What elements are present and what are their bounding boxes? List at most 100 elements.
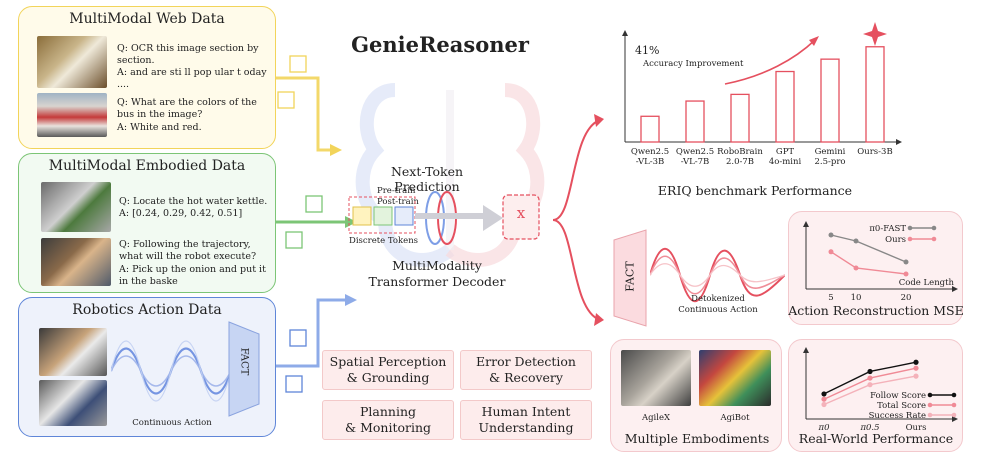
capability-line1: Error Detection: [476, 354, 576, 369]
legend-label: Follow Score: [870, 391, 926, 401]
embodied-data-title: MultiModal Embodied Data: [48, 158, 246, 174]
legend-marker: [951, 402, 957, 408]
web-q2: Q: What are the colors of the bus in the…: [117, 97, 257, 120]
x-tick-label: Ours-3B: [857, 147, 892, 157]
main-title: GenieReasoner: [351, 32, 529, 57]
continuous-action-caption: Continuous Action: [132, 418, 212, 428]
improvement-arrow: [724, 39, 816, 85]
web-data-panel: MultiModal Web Data Q: OCR this image se…: [18, 6, 276, 149]
legend-marker: [927, 402, 933, 408]
data-point: [821, 401, 827, 408]
x-tick-label: RoboBrain: [717, 147, 763, 157]
x-tick-label: π0: [818, 423, 831, 433]
x-tick-label: -VL-3B: [636, 157, 665, 167]
capability-line2: & Grounding: [346, 370, 430, 385]
legend-label: Ours: [885, 235, 906, 245]
token-square: [289, 329, 307, 347]
x-tick-label: -VL-7B: [681, 157, 710, 167]
embodied-q1: Q: Locate the hot water kettle.: [119, 196, 268, 207]
token-square: [277, 91, 295, 109]
annotation-value: 41%: [635, 44, 659, 57]
legend-label: Total Score: [877, 401, 926, 411]
embodied-data-panel: MultiModal Embodied Data Q: Locate the h…: [18, 153, 276, 293]
token-pipeline: [348, 191, 540, 245]
x-tick-label: 10: [851, 293, 862, 303]
output-token-symbol: x: [516, 204, 526, 222]
bar: [640, 115, 660, 143]
x-tick-label: π0.5: [859, 423, 879, 433]
web-q1: Q: OCR this image section by section.: [117, 43, 259, 66]
capability-line2: & Monitoring: [344, 420, 432, 435]
annotation-label: Accuracy Improvement: [642, 59, 744, 69]
detokenized-caption-line2: Continuous Action: [678, 305, 758, 315]
token-square: [289, 55, 307, 73]
x-tick-label: 20: [901, 293, 912, 303]
agilex-image: [621, 350, 691, 406]
fact-decoder-label: FACT: [623, 261, 637, 292]
capability-planning: Planning & Monitoring: [322, 400, 454, 440]
improvement-arrow-head: [809, 36, 819, 46]
genie-logo-watermark: [355, 83, 545, 267]
x-axis-label: Code Length: [899, 278, 955, 288]
bar: [775, 70, 795, 143]
data-point: [867, 368, 873, 375]
legend-marker: [951, 392, 957, 398]
next-token-prediction-label: Next-Token Prediction: [390, 164, 464, 194]
capability-line1: Human Intent: [481, 404, 571, 419]
eriq-chart-title: ERIQ benchmark Performance: [657, 183, 853, 198]
web-data-title: MultiModal Web Data: [69, 11, 225, 27]
embodiments-title: Multiple Embodiments: [624, 431, 770, 446]
data-point: [853, 265, 859, 271]
data-point: [903, 259, 909, 265]
detokenized-action-wave: [650, 247, 785, 303]
embodied-q2: Q: Following the trajectory, what will t…: [119, 239, 257, 262]
x-tick-label: Qwen2.5: [631, 147, 669, 157]
capability-line2: Understanding: [478, 420, 574, 435]
legend-marker: [927, 412, 933, 418]
posttrain-label: Post-train: [377, 197, 419, 207]
web-a1: A: and are sti ll pop ular t oday ....: [117, 67, 267, 90]
capability-error-detection: Error Detection & Recovery: [460, 350, 592, 390]
x-tick-label: 5: [828, 293, 833, 303]
detokenized-caption-line1: Detokenized: [691, 294, 745, 304]
robot-arm-image-1: [39, 328, 107, 376]
embodiments-panel: AgileX AgiBot Multiple Embodiments: [610, 339, 782, 452]
capability-line1: Planning: [359, 404, 416, 419]
data-point: [903, 271, 909, 277]
robotics-data-panel: Robotics Action Data Continuous Action F…: [18, 297, 276, 437]
token-square: [285, 375, 303, 393]
token-square: [305, 195, 323, 213]
legend-marker: [907, 236, 913, 242]
data-point: [853, 238, 859, 244]
eriq-bar-chart: Qwen2.5-VL-3BQwen2.5-VL-7BRoboBrain2.0-7…: [622, 22, 902, 167]
x-axis-arrow: [952, 286, 958, 292]
y-axis-arrow: [803, 221, 809, 227]
realworld-chart-title: Real-World Performance: [798, 431, 954, 446]
x-axis-arrow: [896, 139, 902, 145]
robot-arm-image-2: [39, 380, 107, 426]
x-axis-arrow: [952, 416, 958, 422]
capability-line2: & Recovery: [489, 370, 563, 385]
y-axis-arrow: [622, 30, 628, 36]
x-tick-label: GPT: [776, 147, 795, 157]
fact-encoder: [228, 321, 260, 417]
data-point: [867, 375, 873, 381]
bar: [730, 93, 750, 143]
token-square: [285, 231, 303, 249]
bar: [685, 100, 705, 143]
decoder-label-line1: MultiModality: [392, 258, 482, 273]
fact-decoder: [613, 229, 647, 327]
legend-label: π0-FAST: [869, 224, 906, 234]
y-axis-arrow: [803, 347, 809, 353]
legend-marker: [931, 236, 937, 242]
embodied-a2: A: Pick up the onion and put it in the b…: [119, 264, 266, 287]
data-point: [867, 382, 873, 388]
continuous-action-wave: [111, 340, 231, 402]
discrete-token-blue: [394, 206, 414, 226]
discrete-token-yellow: [352, 206, 372, 226]
legend-marker: [927, 392, 933, 398]
capability-line1: Spatial Perception: [329, 354, 447, 369]
x-tick-label: Gemini: [815, 147, 846, 157]
robotics-data-title: Robotics Action Data: [72, 302, 222, 318]
series-line: [830, 251, 907, 275]
